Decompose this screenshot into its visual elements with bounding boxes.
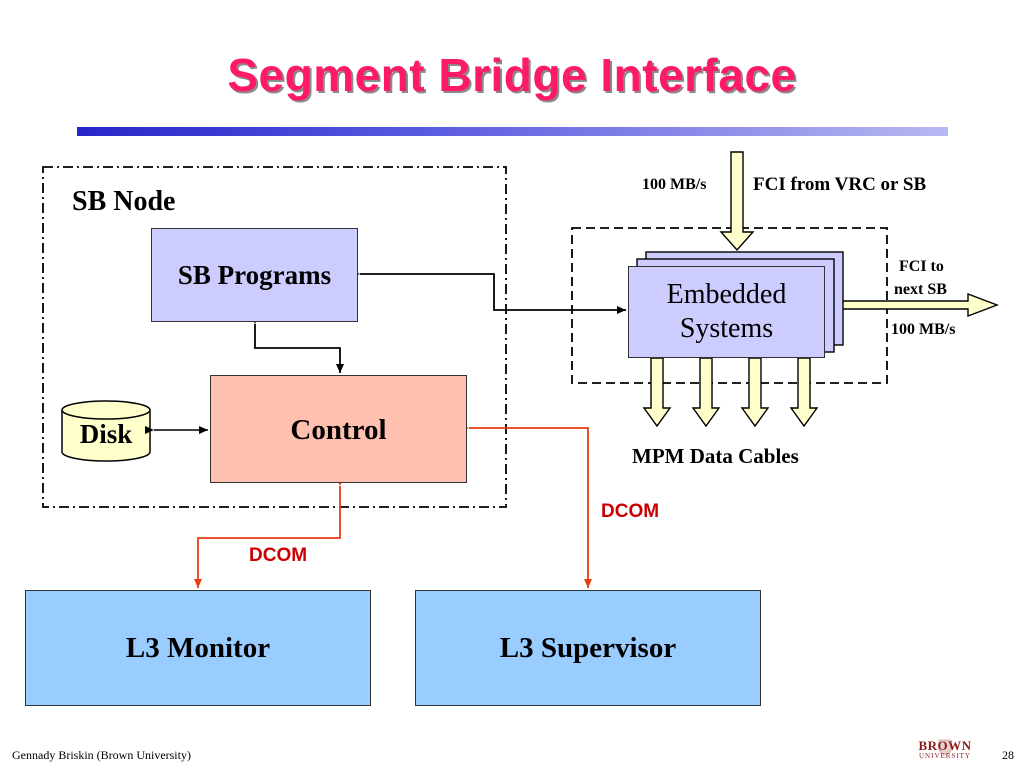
mpm-cables-label: MPM Data Cables (632, 444, 799, 468)
dcom-supervisor-label: DCOM (601, 501, 660, 522)
l3-monitor-box: L3 Monitor (25, 590, 371, 706)
brown-university-logo: BROWN UNIVERSITY (912, 737, 978, 763)
output-label-line2: next SB (894, 281, 947, 298)
sb-node-label: SB Node (72, 186, 176, 217)
control-box: Control (210, 375, 467, 483)
input-source-label: FCI from VRC or SB (753, 174, 927, 195)
mpm-cable-arrow (789, 357, 819, 428)
embedded-systems-box: Embedded Systems (628, 266, 825, 358)
title-underline (77, 127, 948, 136)
input-rate-label: 100 MB/s (642, 176, 707, 193)
control-supervisor-dcom (460, 424, 592, 588)
disk-cylinder (61, 400, 151, 462)
programs-embedded-arrow (351, 270, 626, 314)
mpm-cable-arrow (691, 357, 721, 428)
output-label-line1: FCI to (899, 258, 944, 275)
control-monitor-dcom (194, 477, 344, 588)
control-label: Control (290, 414, 387, 446)
programs-control-arrow (251, 315, 344, 373)
embedded-systems-label: Embedded Systems (666, 279, 787, 344)
footer-author: Gennady Briskin (Brown University) (12, 748, 191, 762)
brown-shield-icon (938, 739, 952, 755)
fci-output-arrow (841, 292, 999, 318)
l3-monitor-label: L3 Monitor (125, 631, 271, 664)
logo-brown-text: BROWN (918, 738, 972, 753)
mpm-cable-arrow (642, 357, 672, 428)
mpm-cable-arrow (740, 357, 770, 428)
sb-programs-label: SB Programs (177, 259, 332, 290)
l3-supervisor-box: L3 Supervisor (415, 590, 761, 706)
fci-input-arrow (719, 151, 755, 252)
slide-title: Segment Bridge Interface (227, 49, 797, 101)
page-number: 28 (1002, 748, 1014, 762)
dcom-monitor-label: DCOM (249, 545, 308, 566)
disk-label: Disk (79, 419, 133, 449)
output-rate-label: 100 MB/s (891, 321, 956, 338)
sb-programs-box: SB Programs (151, 228, 358, 322)
logo-university-text: UNIVERSITY (919, 752, 971, 760)
l3-supervisor-label: L3 Supervisor (499, 631, 677, 664)
